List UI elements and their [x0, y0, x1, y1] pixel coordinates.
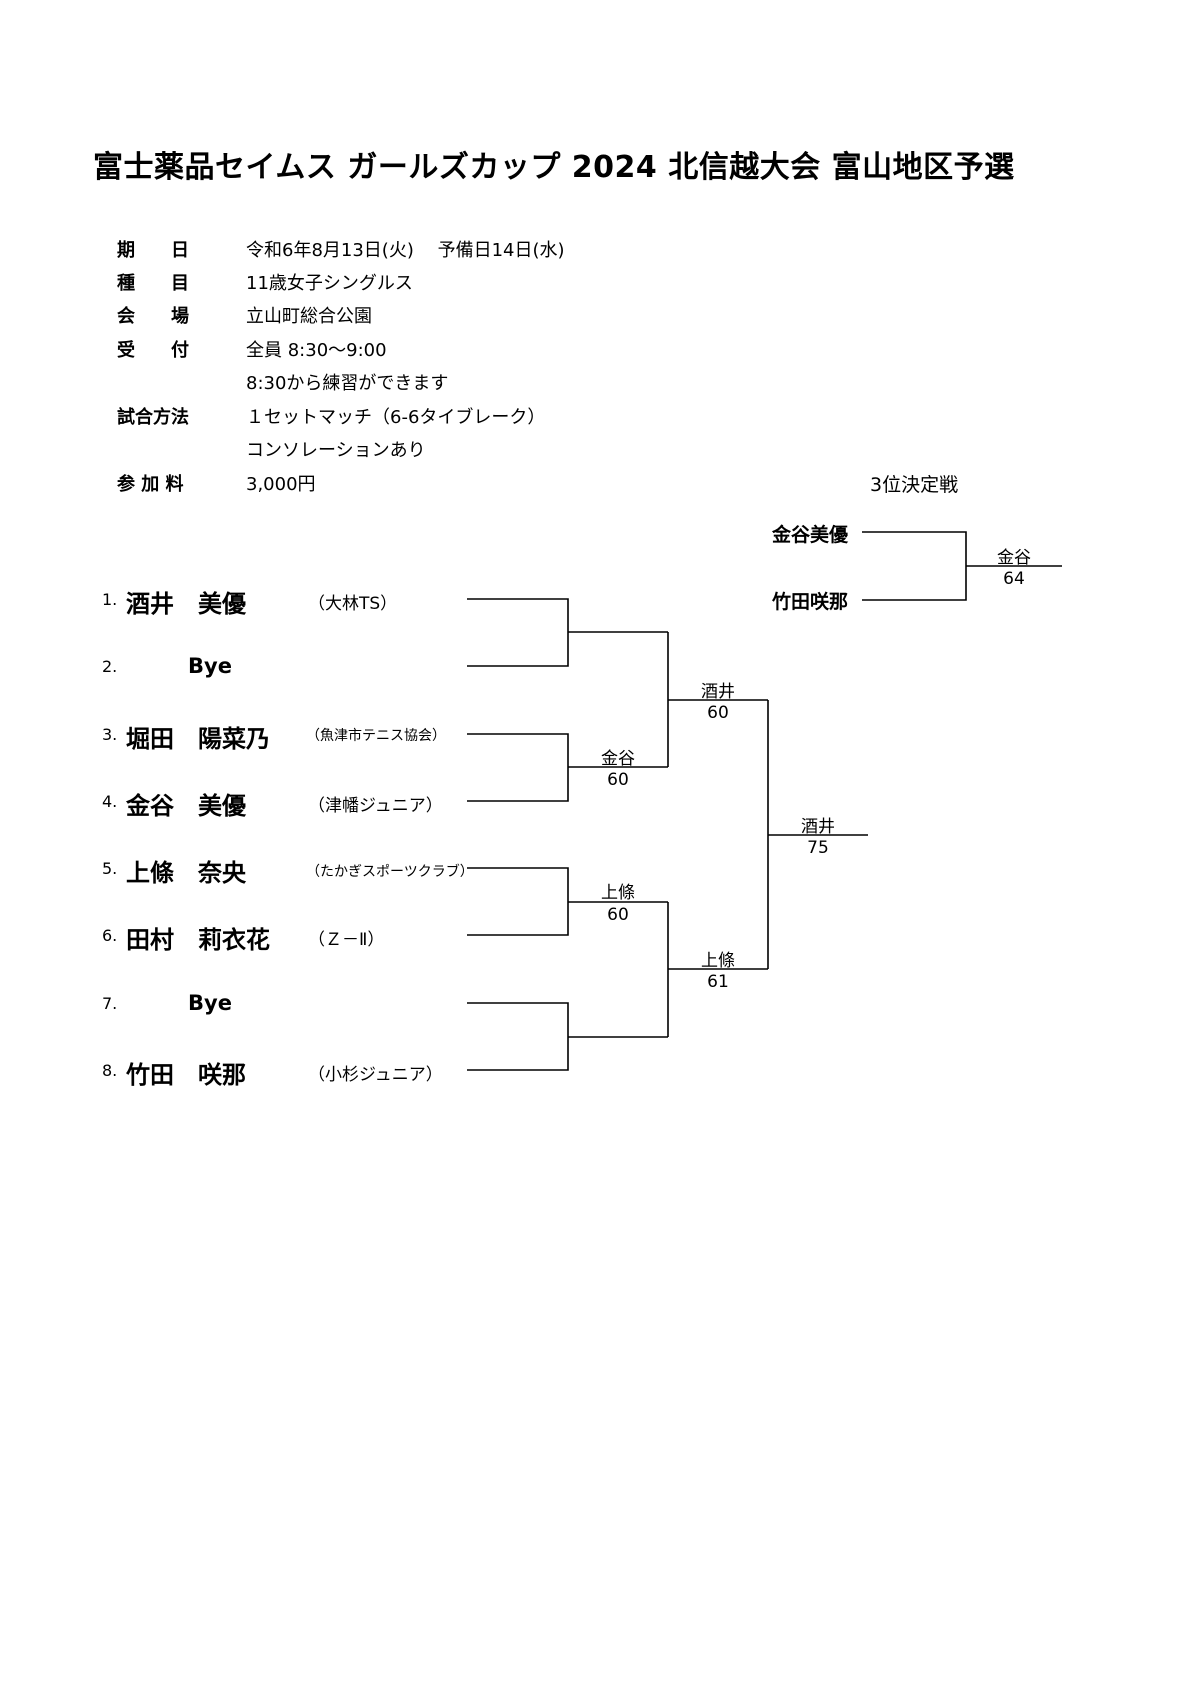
player-name: 金谷 美優: [126, 792, 246, 820]
player-name: 堀田 陽菜乃: [126, 725, 270, 753]
player-club: （大林TS）: [308, 594, 398, 614]
info-label-format: 試合方法: [117, 407, 189, 428]
sf-winner-score: 60: [707, 703, 729, 723]
final-winner-name: 酒井: [801, 817, 835, 837]
player-club: （Ｚ－Ⅱ）: [308, 930, 385, 950]
bye-label: Bye: [188, 991, 232, 1015]
player-club: （小杉ジュニア）: [308, 1065, 443, 1085]
info-value-practice: 8:30から練習ができます: [246, 373, 449, 394]
third-place-title: 3位決定戦: [870, 474, 959, 496]
info-value-consolation: コンソレーションあり: [246, 440, 426, 461]
info-label-venue: 会 場: [117, 306, 189, 327]
bracket-line-r1-m3: [467, 867, 668, 936]
r1-winner-name: 上條: [601, 883, 635, 903]
bracket-line-r1-m1: [467, 598, 668, 667]
player-club: （津幡ジュニア）: [308, 796, 443, 816]
bracket-line-sf2: [667, 902, 768, 1037]
bracket-line-sf1: [667, 632, 768, 767]
info-value-venue: 立山町総合公園: [246, 306, 372, 327]
info-value-format: １セットマッチ（6-6タイブレーク）: [246, 407, 546, 428]
player-club: （たかぎスポーツクラブ）: [306, 864, 474, 880]
info-label-date: 期 日: [117, 240, 189, 261]
info-value-date: 令和6年8月13日(火) 予備日14日(水): [246, 240, 565, 261]
seed-number: 7.: [102, 994, 118, 1013]
bye-label: Bye: [188, 654, 232, 678]
info-label-fee: 参 加 料: [117, 474, 184, 495]
seed-number: 6.: [102, 926, 118, 945]
info-label-reception: 受 付: [117, 340, 189, 361]
info-label-event: 種 目: [117, 273, 189, 294]
sf-winner-name: 上條: [701, 951, 735, 971]
seed-number: 4.: [102, 792, 118, 811]
seed-number: 8.: [102, 1061, 118, 1080]
third-place-winner-name: 金谷: [997, 548, 1031, 568]
final-winner-score: 75: [807, 838, 829, 858]
bracket-line-third-place: [862, 531, 1062, 601]
player-name: 竹田 咲那: [126, 1061, 246, 1089]
info-value-reception: 全員 8:30〜9:00: [246, 340, 387, 361]
third-place-winner-score: 64: [1003, 569, 1025, 589]
bracket-line-final: [767, 700, 868, 969]
info-value-event: 11歳女子シングルス: [246, 273, 413, 294]
player-name: 酒井 美優: [126, 590, 246, 618]
r1-winner-score: 60: [607, 905, 629, 925]
seed-number: 2.: [102, 657, 118, 676]
player-name: 田村 莉衣花: [126, 926, 270, 954]
third-place-player-2: 竹田咲那: [772, 591, 849, 613]
seed-number: 5.: [102, 859, 118, 878]
sf-winner-name: 酒井: [701, 682, 735, 702]
bracket-line-r1-m2: [467, 733, 668, 802]
r1-winner-name: 金谷: [601, 749, 635, 769]
player-name: 上條 奈央: [126, 859, 246, 887]
seed-number: 3.: [102, 725, 118, 744]
bracket-line-r1-m4: [467, 1002, 668, 1071]
r1-winner-score: 60: [607, 770, 629, 790]
sf-winner-score: 61: [707, 972, 729, 992]
page-title: 富士薬品セイムス ガールズカップ 2024 北信越大会 富山地区予選: [93, 150, 1015, 185]
player-club: （魚津市テニス協会）: [306, 728, 446, 744]
info-value-fee: 3,000円: [246, 474, 316, 495]
seed-number: 1.: [102, 590, 118, 609]
third-place-player-1: 金谷美優: [772, 524, 849, 546]
